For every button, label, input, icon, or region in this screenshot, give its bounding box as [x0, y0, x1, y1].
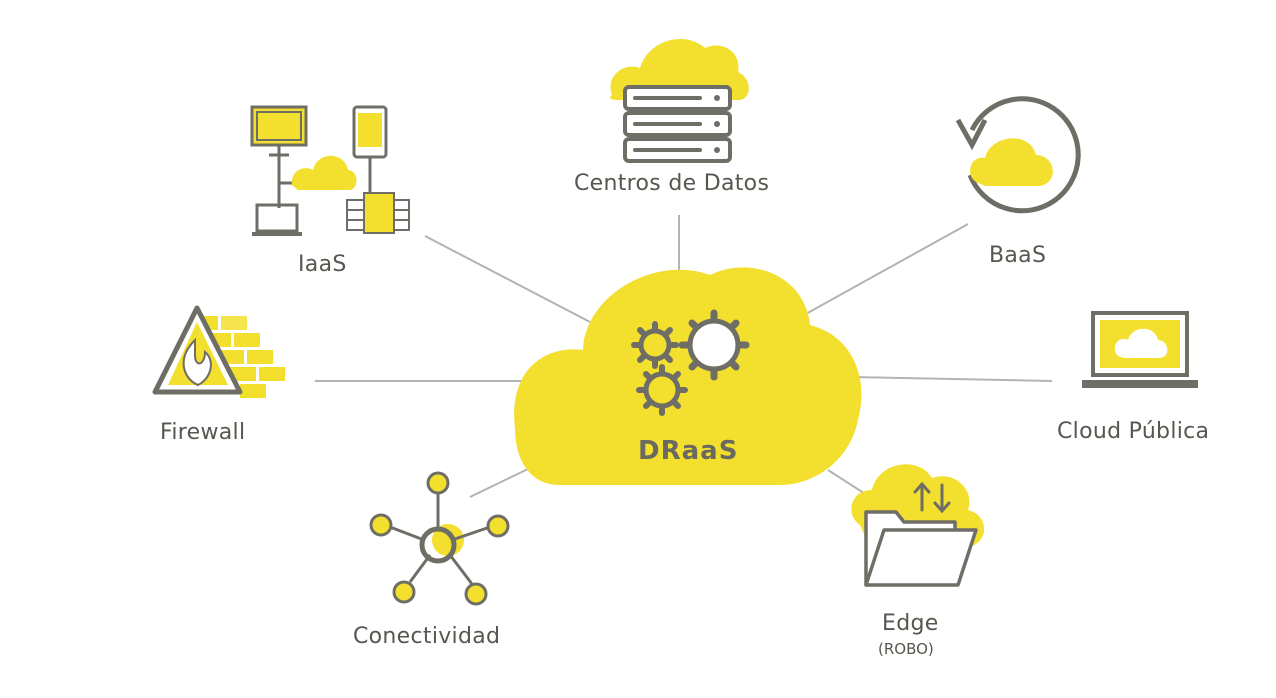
firewall-label: Firewall	[160, 420, 246, 445]
firewall-flame-icon	[152, 305, 285, 398]
gear-small-icon	[631, 321, 679, 369]
folder-sync-cloud-icon	[851, 464, 985, 587]
conectividad-label: Conectividad	[353, 624, 501, 649]
gear-large-icon	[678, 309, 750, 381]
gear-bottom-icon	[636, 364, 688, 416]
edge-label: Edge	[882, 611, 939, 636]
baas-label: BaaS	[989, 243, 1047, 268]
draas-label: DRaaS	[638, 436, 739, 466]
infrastructure-network-icon	[250, 105, 410, 236]
connector-iaas	[424, 235, 591, 323]
edge-robo-sublabel: (ROBO)	[878, 640, 934, 658]
network-hub-icon	[369, 471, 510, 606]
central-cloud-icon	[514, 267, 862, 485]
connector-conectividad	[469, 467, 531, 498]
iaas-label: IaaS	[298, 252, 347, 277]
server-rack-cloud-icon	[610, 38, 749, 163]
laptop-cloud-icon	[1082, 311, 1198, 388]
connector-baas	[794, 223, 969, 321]
backup-cloud-cycle-icon	[955, 96, 1081, 214]
gears-icon	[631, 309, 750, 416]
cloud-publica-label: Cloud Pública	[1057, 419, 1210, 444]
connector-lines	[315, 215, 1053, 498]
centros-de-datos-label: Centros de Datos	[574, 171, 770, 196]
